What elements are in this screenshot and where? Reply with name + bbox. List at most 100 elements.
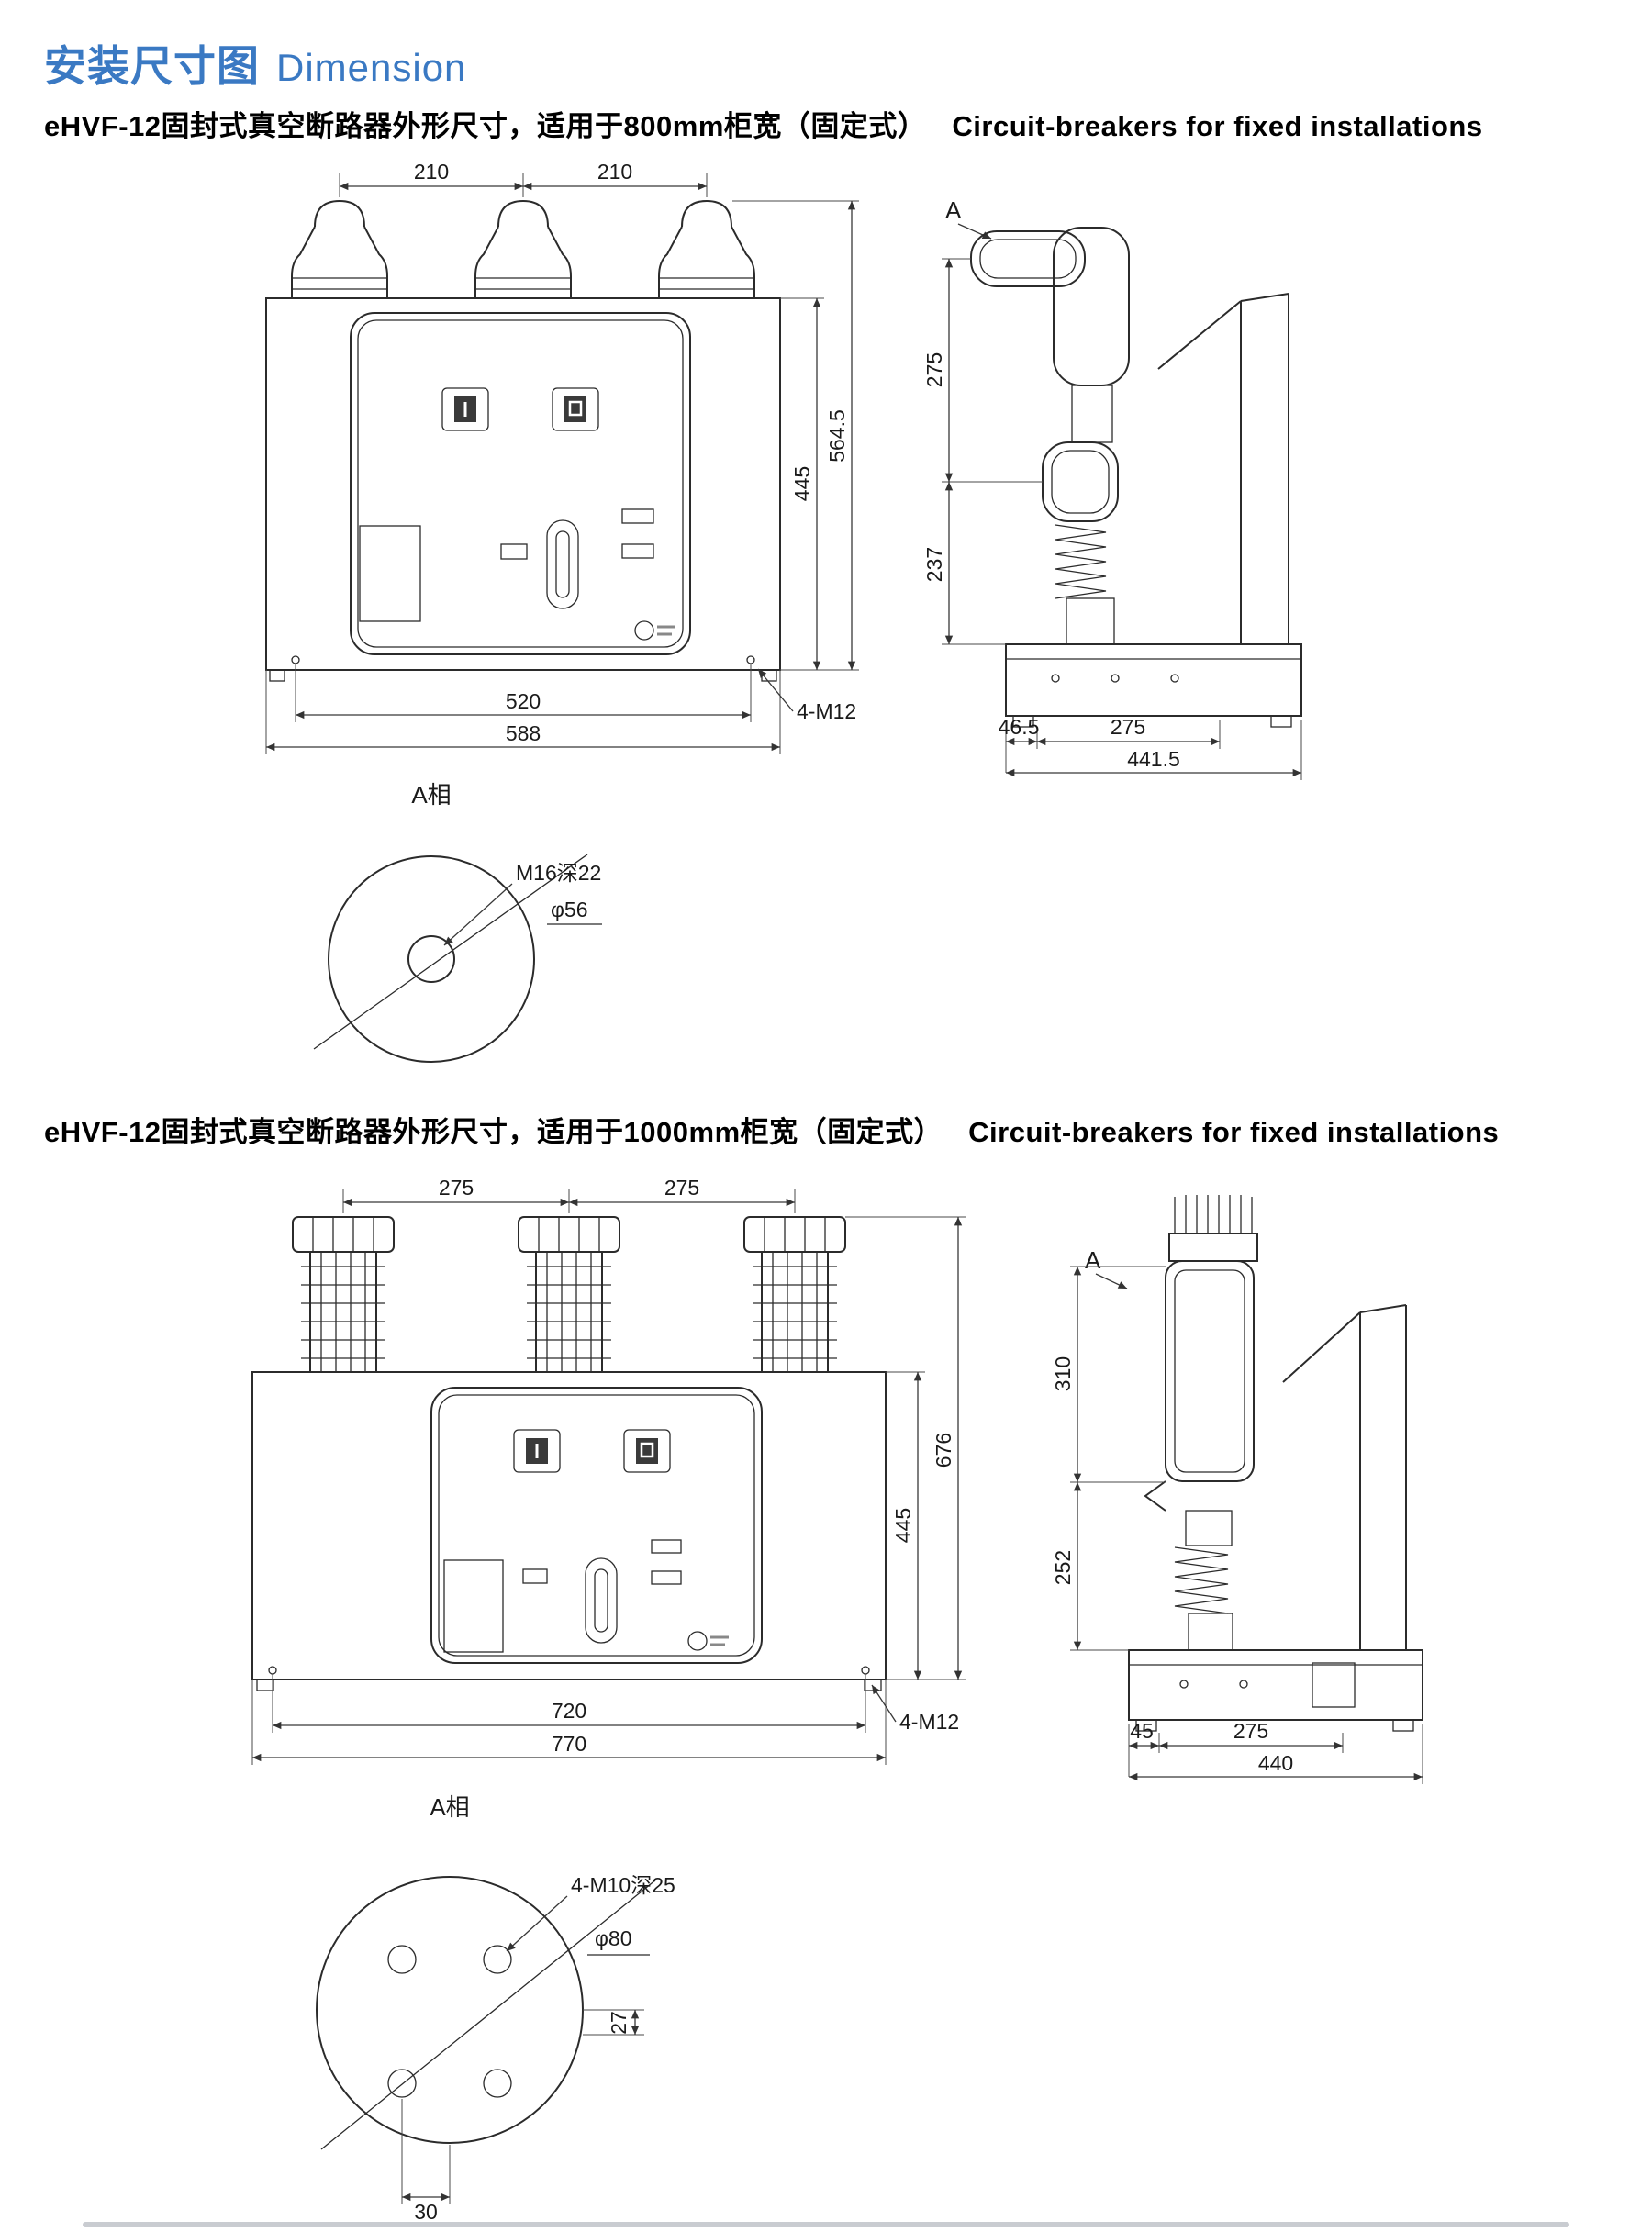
indicator-window: [651, 1570, 682, 1585]
bolt-hole: [387, 1945, 417, 1974]
pole-assembly: [1144, 1195, 1258, 1651]
open-button-outline: [623, 1429, 671, 1473]
dim-vertical-group: 27: [583, 2009, 644, 2036]
page-title-zh: 安装尺寸图: [44, 42, 260, 90]
section-label: A: [1085, 1246, 1101, 1274]
charging-slot-outline: [546, 519, 579, 609]
dim-label-pitch-left: 210: [414, 161, 449, 184]
dim-label-hole-width: 720: [552, 1699, 586, 1723]
axis-line: [313, 854, 588, 1050]
mounting-plate: [1282, 1304, 1407, 1650]
page-title: 安装尺寸图 Dimension: [44, 33, 466, 94]
open-button-glyph: [640, 1442, 654, 1458]
nameplate: [359, 525, 421, 622]
heading-800: eHVF-12固封式真空断路器外形尺寸，适用于800mm柜宽（固定式） Circu…: [44, 103, 1483, 144]
front-view-1000-drawing: 275 275 445 676 720 770 4-M12: [251, 1176, 966, 1765]
dim-pitch: 275 275: [342, 1176, 796, 1213]
dim-label-depth-mid: 275: [1111, 715, 1145, 739]
bolt-label: 4-M12: [797, 699, 856, 723]
open-button-glyph: [568, 400, 583, 417]
dim-label-upper: 275: [922, 352, 946, 387]
nameplate: [443, 1559, 504, 1653]
brand-logo-text: [657, 625, 675, 636]
dim-label-body-height: 445: [891, 1508, 915, 1543]
phase-a-detail-800-drawing: A相 M16深22 φ56: [313, 781, 602, 1063]
mounting-plate: [1157, 293, 1289, 644]
terminal-face: [316, 1876, 584, 2144]
breaker-body: [251, 1371, 887, 1691]
dim-label-horizontal: 30: [414, 2200, 438, 2221]
spring: [1055, 524, 1107, 599]
section-arrow: A: [1085, 1246, 1128, 1289]
dim-side-depths: 46.5 275 441.5: [999, 715, 1302, 780]
indicator-window: [621, 508, 654, 524]
diameter-label: φ80: [595, 1926, 632, 1950]
charging-slot: [594, 1568, 608, 1633]
open-button: [564, 396, 586, 422]
dim-horizontal-group: 30: [401, 2099, 451, 2221]
heading-800-en: Circuit-breakers for fixed installations: [952, 110, 1483, 142]
dim-label-total-depth: 441.5: [1127, 747, 1180, 771]
diameter-label: φ56: [551, 898, 588, 921]
charging-slot-outline: [585, 1557, 618, 1644]
dim-label-total-depth: 440: [1258, 1751, 1293, 1775]
brand-logo-icon: [634, 620, 654, 641]
bolt-hole: [483, 2069, 512, 2098]
dim-label-pitch-left: 275: [439, 1176, 474, 1200]
dim-label-pitch-right: 275: [664, 1176, 699, 1200]
dim-heights: 445 564.5: [732, 200, 859, 671]
dim-label-lower: 252: [1051, 1550, 1075, 1585]
heading-800-zh: eHVF-12固封式真空断路器外形尺寸，适用于800mm柜宽（固定式）: [44, 110, 927, 142]
terminal-face: [328, 855, 535, 1063]
dim-label-body-height: 445: [790, 466, 814, 501]
control-panel: [443, 1429, 729, 1653]
bushing-insulators: [291, 199, 755, 298]
detail-title: A相: [430, 1793, 469, 1821]
brand-logo-icon: [687, 1631, 708, 1651]
indicator-window: [621, 543, 654, 559]
dim-widths: 520 588 4-M12: [265, 664, 856, 754]
dim-label-total-width: 770: [552, 1732, 586, 1756]
bolt-label: 4-M12: [899, 1710, 959, 1734]
dim-label-depth-mid: 275: [1233, 1719, 1268, 1743]
page-footer-rule: [83, 2222, 1569, 2227]
dim-label-offset: 46.5: [999, 715, 1040, 739]
dim-label-lower: 237: [922, 547, 946, 582]
control-panel: [359, 387, 675, 641]
dim-label-upper: 310: [1051, 1356, 1075, 1391]
dim-widths: 720 770 4-M12: [251, 1674, 959, 1765]
breaker-body: [265, 297, 781, 682]
axis-line: [320, 1879, 657, 2150]
dim-label-total-height: 676: [932, 1433, 955, 1468]
heading-1000: eHVF-12固封式真空断路器外形尺寸，适用于1000mm柜宽（固定式） Circ…: [44, 1109, 1499, 1150]
dim-label-pitch-right: 210: [597, 161, 632, 184]
bolt-hole: [483, 1945, 512, 1974]
pole-assembly: [970, 227, 1130, 645]
page-title-en: Dimension: [276, 46, 467, 89]
close-button-outline: [513, 1429, 561, 1473]
front-view-800-drawing: 210 210 445 564.5 520 588 4-M12: [265, 161, 859, 754]
open-button-outline: [552, 387, 599, 431]
bolt-hole: [387, 2069, 417, 2098]
dim-side-heights: 310 252: [1051, 1266, 1166, 1651]
charging-slot: [555, 530, 570, 598]
dim-side-depths: 45 275 440: [1128, 1719, 1423, 1784]
section-label: A: [945, 196, 962, 224]
bushing-insulators: [292, 1216, 846, 1373]
detail-title: A相: [411, 781, 451, 809]
heading-1000-en: Circuit-breakers for fixed installations: [968, 1116, 1500, 1148]
close-button-outline: [441, 387, 489, 431]
base-frame: [1005, 643, 1302, 728]
thread-hole: [407, 935, 455, 983]
dim-label-hole-width: 520: [506, 689, 541, 713]
heading-1000-zh: eHVF-12固封式真空断路器外形尺寸，适用于1000mm柜宽（固定式）: [44, 1116, 943, 1148]
dim-label-total-height: 564.5: [825, 409, 849, 463]
thread-label: 4-M10深25: [571, 1873, 675, 1897]
indicator-window: [651, 1539, 682, 1554]
indicator-window: [500, 543, 528, 560]
phase-a-detail-1000-drawing: A相 4-M10深25 φ80 27 30: [316, 1793, 675, 2221]
thread-label: M16深22: [516, 861, 601, 885]
section-arrow: A: [945, 196, 992, 240]
dim-heights: 445 676: [845, 1216, 966, 1680]
